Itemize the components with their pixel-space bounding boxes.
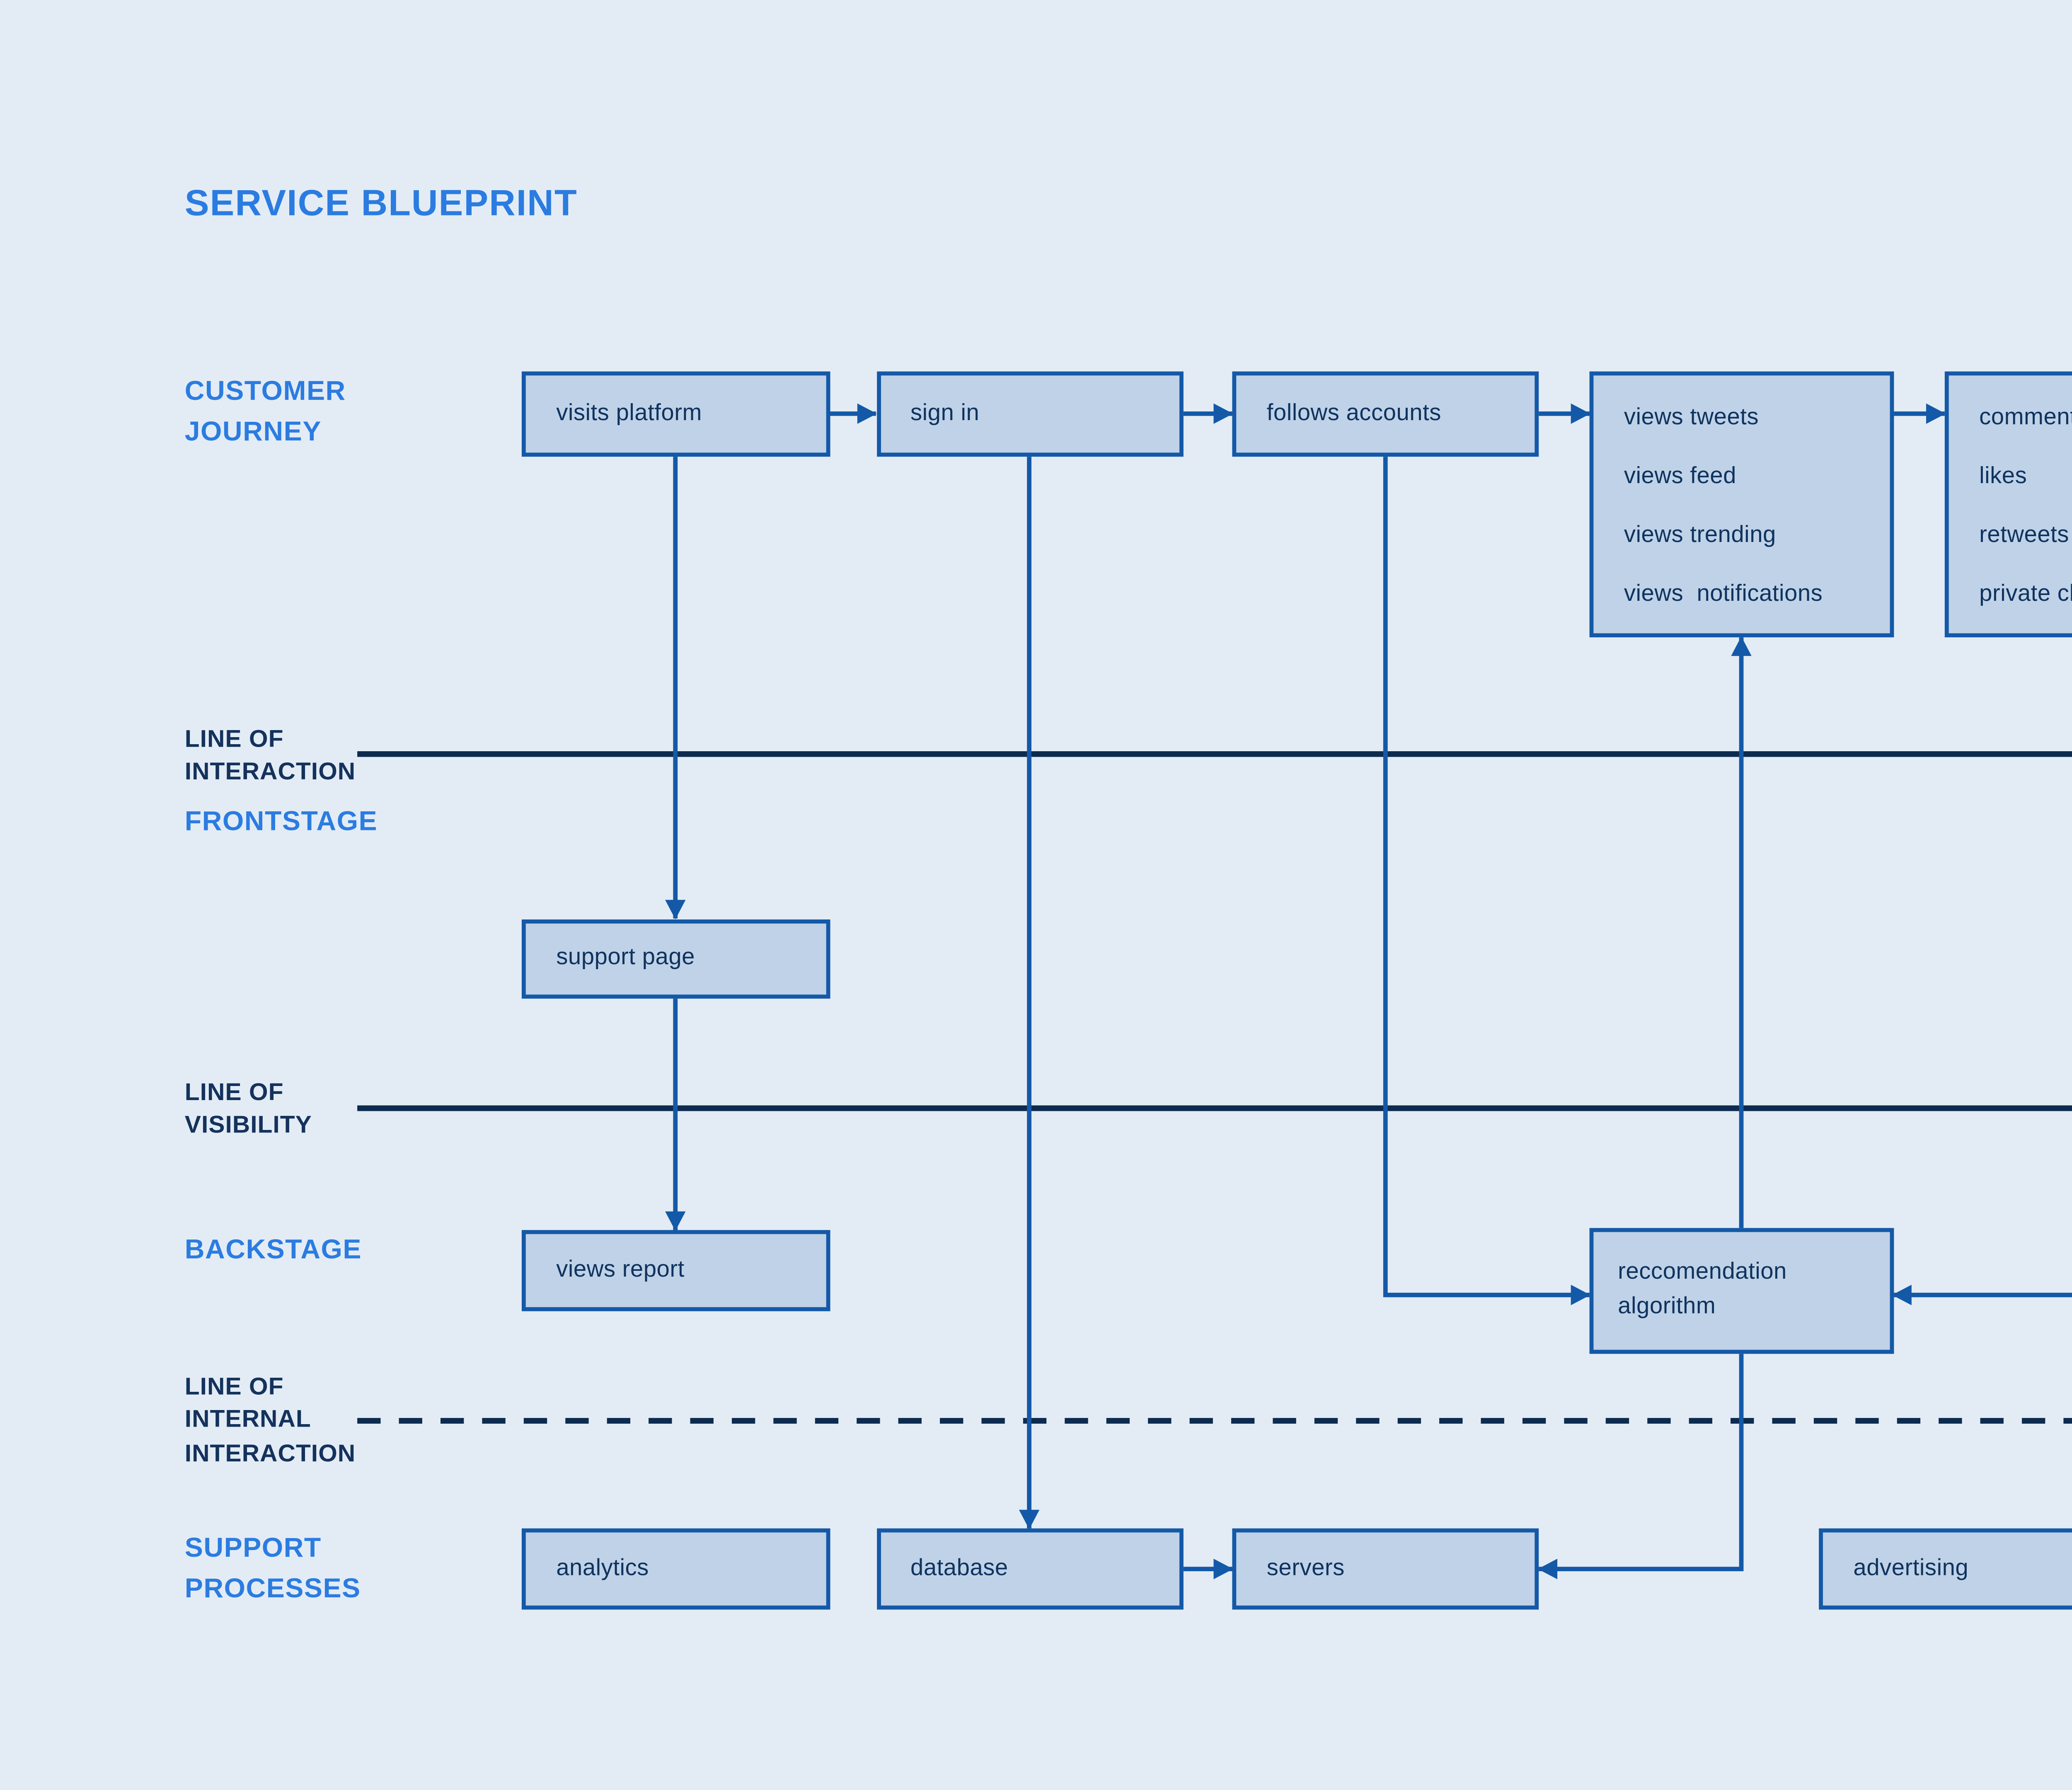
node-comments-item-2: likes — [1979, 464, 2027, 489]
node-visits-platform-label: visits platform — [556, 401, 702, 426]
node-visits-platform: visits platform — [521, 371, 830, 456]
node-comments-item-4: private chat — [1979, 583, 2072, 608]
node-views-tweets: views tweets views feed views trending v… — [1589, 371, 1893, 638]
node-sign-in: sign in — [876, 371, 1183, 456]
node-follows-accounts: follows accounts — [1232, 371, 1539, 456]
node-servers: servers — [1232, 1528, 1539, 1610]
node-support-page-label: support page — [556, 946, 695, 971]
separator-label-line-of-interaction: LINE OF INTERACTION — [184, 724, 356, 786]
node-recommendation-algorithm: reccomendation algorithm — [1589, 1228, 1893, 1354]
node-servers-label: servers — [1266, 1557, 1345, 1582]
node-analytics-label: analytics — [556, 1557, 649, 1582]
lane-label-frontstage: FRONTSTAGE — [184, 806, 378, 837]
node-views-tweets-item-2: views feed — [1624, 464, 1736, 489]
edge-recommendation-algorithm-to-servers — [1537, 1354, 1744, 1580]
node-advertising-label: advertising — [1853, 1557, 1969, 1582]
node-database: database — [876, 1528, 1183, 1610]
lane-label-customer-journey: CUSTOMER JOURNEY — [184, 375, 346, 446]
node-comments: comments likes retweets private chat — [1944, 371, 2072, 638]
node-views-tweets-item-4: views notifications — [1624, 583, 1823, 608]
node-recommendation-algorithm-label: reccomendation algorithm — [1618, 1260, 1787, 1320]
node-views-report: views report — [521, 1230, 830, 1311]
node-sign-in-label: sign in — [910, 401, 980, 426]
edge-follows-accounts-to-recommendation-algorithm — [1383, 455, 1590, 1306]
node-views-report-label: views report — [556, 1258, 685, 1282]
edge-comments-to-recommendation-algorithm — [1892, 1284, 2072, 1306]
node-views-tweets-item-1: views tweets — [1624, 405, 1759, 430]
node-analytics: analytics — [521, 1528, 830, 1610]
page-title: SERVICE BLUEPRINT — [184, 182, 578, 223]
node-views-tweets-item-3: views trending — [1624, 524, 1776, 549]
node-follows-accounts-label: follows accounts — [1266, 401, 1441, 426]
separator-label-line-of-internal-interaction: LINE OF INTERNAL INTERACTION — [184, 1372, 356, 1467]
node-comments-item-3: retweets — [1979, 524, 2069, 549]
node-advertising: advertising — [1819, 1528, 2072, 1610]
node-comments-item-1: comments — [1979, 405, 2072, 430]
lane-label-backstage: BACKSTAGE — [184, 1234, 362, 1265]
node-support-page: support page — [521, 918, 830, 999]
lane-label-support-processes: SUPPORT PROCESSES — [184, 1532, 361, 1603]
node-database-label: database — [910, 1557, 1008, 1582]
separator-label-line-of-visibility: LINE OF VISIBILITY — [184, 1078, 312, 1139]
